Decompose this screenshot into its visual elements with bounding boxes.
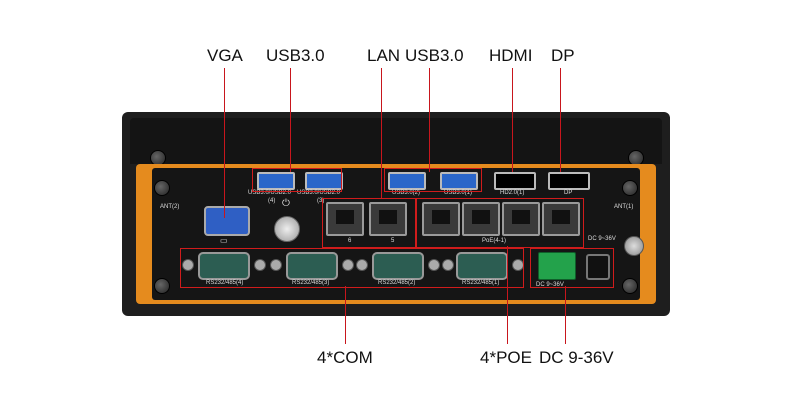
leader-com — [345, 286, 346, 344]
leader-usb3-left — [290, 68, 291, 172]
usb-left-b-num: (3) — [317, 198, 325, 204]
com-port-4[interactable] — [198, 252, 250, 280]
lan-6-label: 6 — [348, 238, 352, 244]
usb-right-b-label: USB3.0(1) — [444, 190, 473, 196]
com4-label: RS232/485(4) — [206, 280, 244, 286]
poe-label: PoE(4-1) — [482, 238, 507, 244]
monitor-icon: ▭ — [220, 236, 228, 245]
usb-right-a-label: USB3.0(2) — [392, 190, 421, 196]
lan-5-label: 5 — [391, 238, 395, 244]
callout-usb3-left: USB3.0 — [266, 46, 325, 65]
poe-port-2[interactable] — [502, 202, 540, 236]
screw-icon — [154, 278, 170, 294]
com-nut — [270, 259, 282, 271]
dc-box — [530, 248, 614, 288]
callout-dp: DP — [551, 46, 575, 65]
leader-dp — [560, 68, 561, 172]
usb-left-box — [252, 168, 342, 192]
com-port-3[interactable] — [286, 252, 338, 280]
com-nut — [342, 259, 354, 271]
usb-left-b-label: USB3.0/USB2.0 — [297, 190, 341, 196]
chassis-lid — [130, 118, 662, 164]
leader-lan — [381, 68, 382, 198]
com-nut — [428, 259, 440, 271]
ground-icon — [624, 236, 644, 256]
callout-usb3-right: USB3.0 — [405, 46, 464, 65]
usb-port-3[interactable] — [305, 172, 343, 190]
callout-com: 4*COM — [317, 348, 373, 367]
screw-icon — [622, 278, 638, 294]
callout-lan: LAN — [367, 46, 401, 65]
usb-port-2[interactable] — [388, 172, 426, 190]
com-nut — [254, 259, 266, 271]
dp-label: DP — [564, 190, 573, 196]
dc-terminal-block[interactable] — [538, 252, 576, 280]
poe-port-4[interactable] — [422, 202, 460, 236]
dc-jack[interactable] — [586, 254, 610, 280]
power-icon: ⏻ — [282, 198, 290, 209]
dc-bottom-label: DC 9~36V — [536, 282, 564, 288]
callout-hdmi: HDMI — [489, 46, 533, 65]
com2-label: RS232/485(2) — [378, 280, 416, 286]
poe-port-1[interactable] — [542, 202, 580, 236]
dp-port[interactable] — [548, 172, 590, 190]
com-nut — [442, 259, 454, 271]
com-box — [180, 248, 524, 288]
callout-vga: VGA — [207, 46, 243, 65]
lan-port-5[interactable] — [369, 202, 407, 236]
callout-dc: DC 9-36V — [539, 348, 614, 367]
screw-icon — [622, 180, 638, 196]
leader-poe — [507, 246, 508, 344]
usb-port-1[interactable] — [440, 172, 478, 190]
callout-poe: 4*POE — [480, 348, 532, 367]
lan-port-6[interactable] — [326, 202, 364, 236]
power-button[interactable] — [274, 216, 300, 242]
com-port-2[interactable] — [372, 252, 424, 280]
screw-icon — [154, 180, 170, 196]
poe-port-3[interactable] — [462, 202, 500, 236]
vga-port[interactable] — [204, 206, 250, 236]
device-rear-panel: USB3.0/USB2.0 (4) USB3.0/USB2.0 (3) USB3… — [122, 112, 670, 316]
usb-left-a-num: (4) — [268, 198, 276, 204]
usb-right-box — [384, 168, 482, 192]
leader-usb3-right — [429, 68, 430, 172]
leader-hdmi — [512, 68, 513, 172]
ant-left-label: ANT(2) — [160, 204, 180, 210]
usb-left-a-label: USB3.0/USB2.0 — [248, 190, 292, 196]
usb-port-4[interactable] — [257, 172, 295, 190]
dc-top-label: DC 9~36V — [588, 236, 616, 242]
ant-right-label: ANT(1) — [614, 204, 634, 210]
poe-box — [416, 198, 584, 248]
com-nut — [356, 259, 368, 271]
lan-box — [322, 198, 416, 248]
com1-label: RS232/485(1) — [462, 280, 500, 286]
hdmi-label: HD2.0(1) — [500, 190, 525, 196]
com3-label: RS232/485(3) — [292, 280, 330, 286]
leader-vga — [224, 68, 225, 218]
com-nut — [182, 259, 194, 271]
hdmi-port[interactable] — [494, 172, 536, 190]
leader-dc — [565, 286, 566, 344]
